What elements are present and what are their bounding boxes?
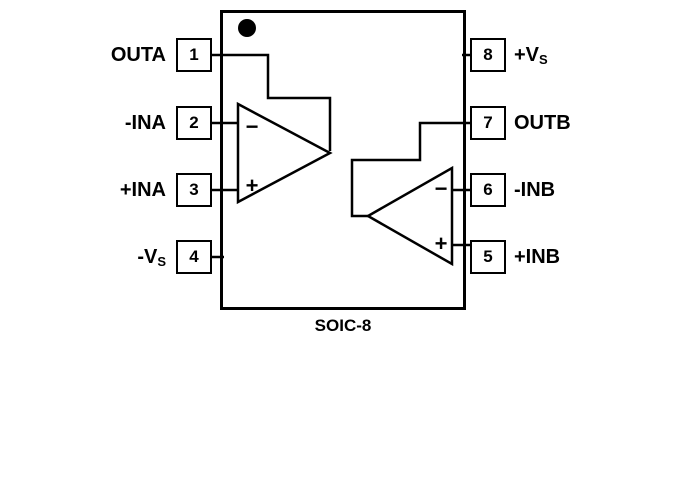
pin4-number: 4 <box>189 247 199 266</box>
pin8-box: 8 <box>470 38 506 72</box>
pin7-number: 7 <box>483 113 493 132</box>
pin7-box: 7 <box>470 106 506 140</box>
pin3-box: 3 <box>176 173 212 207</box>
pin3-label-text: +INA <box>119 179 166 201</box>
pin5-label: +INB <box>514 246 664 270</box>
pin1-box: 1 <box>176 38 212 72</box>
pin4-label-sub: S <box>157 254 166 269</box>
pin6-box: 6 <box>470 173 506 207</box>
pin5-box: 5 <box>470 240 506 274</box>
pin8-label-sub: S <box>539 52 548 67</box>
pin1-number: 1 <box>189 45 199 64</box>
pin2-box: 2 <box>176 106 212 140</box>
pin5-number: 5 <box>483 247 493 266</box>
pin6-number: 6 <box>483 180 493 199</box>
pin1-indicator-dot <box>238 19 256 37</box>
pin8-label: +VS <box>514 44 664 68</box>
pin8-label-text: +V <box>514 44 540 66</box>
opamp-b-minus-input: − <box>434 176 448 201</box>
package-name: SOIC-8 <box>314 316 372 335</box>
pin2-label: -INA <box>46 112 166 136</box>
pin4-box: 4 <box>176 240 212 274</box>
opamp-a-plus-input: + <box>245 173 259 198</box>
pin1-label: OUTA <box>46 44 166 68</box>
pin7-label: OUTB <box>514 112 664 136</box>
opamp-b-plus-input: + <box>434 231 448 256</box>
pin5-label-text: +INB <box>514 246 561 268</box>
pin3-number: 3 <box>189 180 199 199</box>
pin6-label-text: -INB <box>514 179 556 201</box>
pin4-label: -VS <box>46 246 166 270</box>
opamp-a-minus-input: − <box>245 114 259 139</box>
pin4-label-text: -V <box>137 246 158 268</box>
ic-body <box>220 10 466 310</box>
pin2-number: 2 <box>189 113 199 132</box>
pin6-label: -INB <box>514 179 664 203</box>
pin1-label-text: OUTA <box>110 44 166 66</box>
pin7-label-text: OUTB <box>514 112 571 134</box>
pin8-number: 8 <box>483 45 493 64</box>
pin2-label-text: -INA <box>124 112 166 134</box>
pin3-label: +INA <box>46 179 166 203</box>
